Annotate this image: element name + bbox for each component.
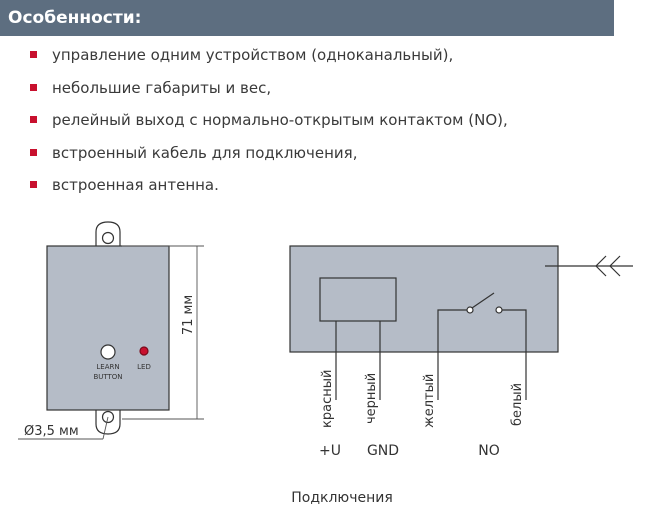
height-label: 71 мм [181, 295, 196, 335]
feature-item: релейный выход с нормально-открытым конт… [30, 109, 508, 142]
control-block [319, 277, 397, 322]
bullet-icon [30, 51, 37, 58]
wire-white [501, 309, 527, 400]
feature-item: встроенный кабель для подключения, [30, 142, 508, 175]
bullet-icon [30, 181, 37, 188]
wire-label-black: черный [364, 373, 379, 424]
feature-item: управление одним устройством (одноканаль… [30, 44, 508, 77]
diagram-caption: Подключения [291, 490, 393, 506]
contact-right-icon [495, 306, 503, 314]
hole-label: Ø3,5 мм [24, 424, 79, 439]
bullet-icon [30, 83, 37, 91]
wire-label-yellow: желтый [422, 374, 437, 428]
learn-label: LEARN [96, 363, 119, 371]
feature-item: встроенная антенна. [30, 174, 508, 207]
terminal-gnd: GND [367, 443, 399, 459]
features-list: управление одним устройством (одноканаль… [30, 44, 508, 207]
bullet-icon [30, 116, 37, 123]
antenna-arrow-icon [609, 255, 621, 277]
device-drawing [46, 221, 170, 435]
feature-item: небольшие габариты и вес, [30, 77, 508, 110]
terminal-plus-u: +U [319, 443, 341, 459]
contact-left-icon [466, 306, 474, 314]
antenna-arrow-icon [595, 255, 607, 277]
learn-button-icon [100, 344, 116, 360]
hole-leader-line [102, 416, 109, 440]
wire-label-red: красный [320, 370, 335, 428]
mounting-hole-top [101, 231, 115, 245]
switch-blade [471, 292, 495, 309]
wire-yellow [437, 309, 468, 400]
button-label: BUTTON [93, 373, 122, 381]
section-title: Особенности: [8, 8, 142, 28]
device-body [46, 245, 170, 411]
led-label: LED [137, 363, 151, 371]
height-dimension [122, 245, 204, 420]
terminal-no: NO [478, 443, 500, 459]
wiring-schematic [289, 245, 633, 400]
section-header: Особенности: [0, 0, 614, 36]
bullet-icon [30, 148, 37, 156]
wire-label-white: белый [510, 383, 525, 426]
led-icon [139, 346, 149, 356]
